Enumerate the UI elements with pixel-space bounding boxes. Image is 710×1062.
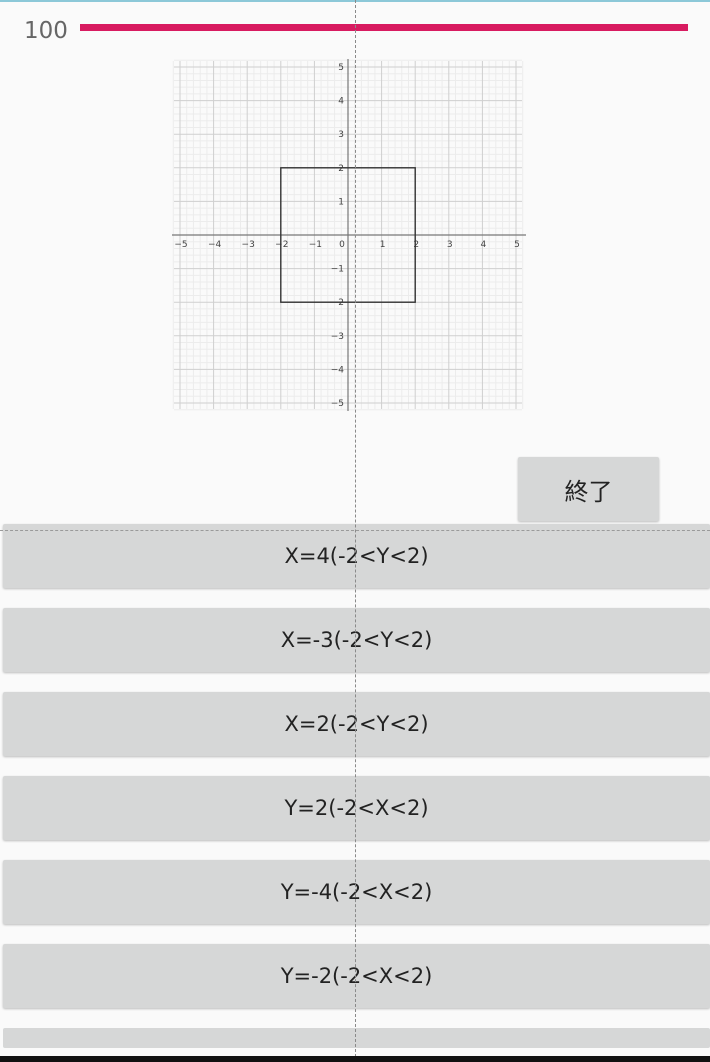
layout-guide-vertical — [355, 0, 356, 1062]
x-tick-label: −4 — [208, 240, 222, 250]
answer-option-3[interactable]: X=2(-2<Y<2) — [3, 692, 710, 756]
y-tick-label: 5 — [338, 63, 344, 73]
y-tick-label: 1 — [338, 197, 344, 207]
y-tick-label: −2 — [331, 298, 344, 308]
answer-option-6[interactable]: Y=-2(-2<X<2) — [3, 944, 710, 1008]
x-tick-label: −5 — [174, 240, 187, 250]
y-tick-label: −1 — [331, 265, 344, 275]
answer-list: X=4(-2<Y<2) X=-3(-2<Y<2) X=2(-2<Y<2) Y=2… — [3, 524, 710, 1048]
x-tick-label: 1 — [380, 240, 386, 250]
y-tick-label: −5 — [331, 399, 344, 409]
score-label: 100 — [24, 18, 68, 44]
y-tick-label: −4 — [331, 365, 345, 375]
x-tick-label: 3 — [447, 240, 453, 250]
progress-bar — [80, 24, 688, 31]
progress-fill — [80, 24, 688, 31]
answer-option-2[interactable]: X=-3(-2<Y<2) — [3, 608, 710, 672]
x-tick-label: −1 — [309, 240, 322, 250]
answer-option-4[interactable]: Y=2(-2<X<2) — [3, 776, 710, 840]
y-tick-label: 4 — [338, 97, 344, 107]
y-tick-label: −3 — [331, 332, 344, 342]
x-tick-label: 4 — [481, 240, 487, 250]
bottom-bar — [0, 1056, 710, 1062]
x-tick-label: −2 — [275, 240, 288, 250]
answer-option-1[interactable]: X=4(-2<Y<2) — [3, 524, 710, 588]
x-tick-label: −3 — [242, 240, 255, 250]
x-tick-label: 5 — [514, 240, 520, 250]
x-tick-label: 2 — [413, 240, 419, 250]
y-tick-label: 2 — [338, 164, 344, 174]
coordinate-graph: −5 −4 −3 −2 −1 0 1 2 3 4 5 5 4 3 2 1 −1 −2 −3 −4 −5 — [172, 59, 526, 411]
end-button[interactable]: 終了 — [518, 457, 659, 521]
square-shape — [280, 167, 416, 303]
answer-option-5[interactable]: Y=-4(-2<X<2) — [3, 860, 710, 924]
x-tick-label: 0 — [339, 240, 345, 250]
answer-option-partial[interactable] — [3, 1028, 710, 1048]
y-tick-label: 3 — [338, 130, 344, 140]
